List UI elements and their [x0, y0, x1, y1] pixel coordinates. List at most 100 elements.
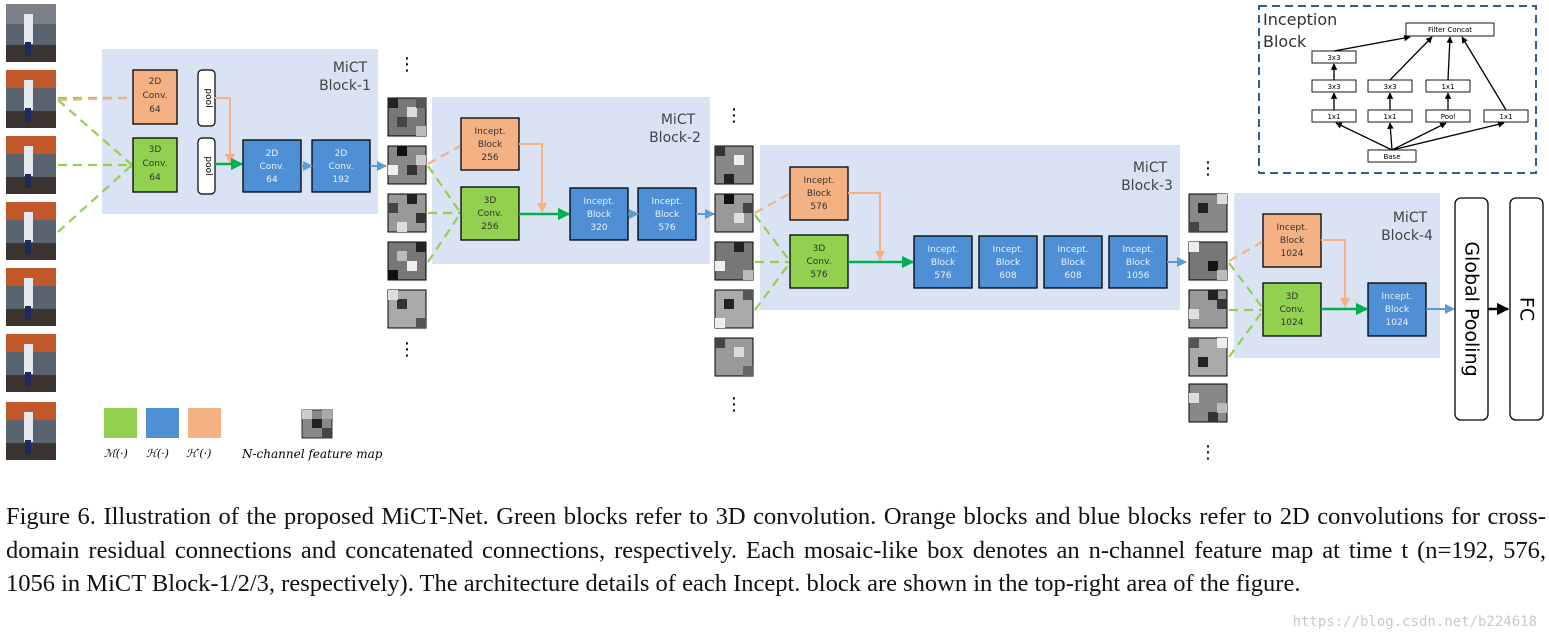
svg-text:⋮: ⋮ [398, 339, 416, 360]
svg-text:1x1: 1x1 [1441, 83, 1454, 91]
feature-map [1188, 241, 1228, 281]
legend-m-label: ℳ(·) [104, 447, 128, 460]
feature-map [387, 241, 427, 281]
feature-map [714, 145, 754, 185]
svg-text:Pool: Pool [1441, 113, 1456, 121]
svg-text:⋮: ⋮ [725, 394, 743, 415]
feature-map [714, 193, 754, 233]
block-1-pool-top: pool [197, 69, 216, 127]
svg-text:3x3: 3x3 [1327, 83, 1340, 91]
legend: ℳ(·) ℋ(·) ℋ′(·) N-channel feature map [104, 408, 383, 461]
svg-text:Base: Base [1383, 153, 1400, 161]
legend-orange-swatch [188, 408, 221, 438]
svg-text:1x1: 1x1 [1499, 113, 1512, 121]
svg-text:⋮: ⋮ [725, 105, 743, 126]
svg-text:3x3: 3x3 [1327, 54, 1340, 62]
legend-feature-map-label: N-channel feature map [241, 447, 383, 461]
svg-text:FC: FC [1516, 297, 1538, 321]
feature-map [387, 145, 427, 185]
block-1-pool-bottom: pool [197, 137, 216, 195]
block-2-arrows [427, 143, 715, 263]
video-frame [6, 334, 56, 392]
feature-map [714, 337, 754, 377]
video-frame [6, 70, 56, 128]
feature-maps-1: ⋮ ⋮ [387, 54, 427, 360]
block-4-arrows [1228, 239, 1510, 358]
legend-green-swatch [104, 408, 137, 438]
video-frame [6, 202, 56, 260]
svg-text:⋮: ⋮ [398, 54, 416, 75]
video-frame [6, 268, 56, 326]
svg-text:⋮: ⋮ [1199, 442, 1217, 463]
feature-map [1188, 193, 1228, 233]
input-frames [6, 4, 56, 460]
feature-maps-3: ⋮ ⋮ [1188, 158, 1228, 463]
svg-text:Filter Concat: Filter Concat [1428, 26, 1472, 34]
svg-text:⋮: ⋮ [1199, 158, 1217, 179]
feature-map [1188, 337, 1228, 377]
global-pooling-layer: Global Pooling [1454, 197, 1489, 421]
watermark: https://blog.csdn.net/b224618 [1292, 614, 1537, 630]
svg-text:1x1: 1x1 [1383, 113, 1396, 121]
svg-text:pool: pool [203, 88, 213, 107]
legend-hp-label: ℋ′(·) [186, 447, 211, 460]
feature-map [387, 289, 427, 329]
legend-feature-map-swatch [301, 409, 333, 439]
legend-blue-swatch [146, 408, 179, 438]
svg-text:1x1: 1x1 [1327, 113, 1340, 121]
video-frame [6, 4, 56, 62]
feature-maps-2: ⋮ ⋮ [714, 105, 754, 415]
svg-text:Global Pooling: Global Pooling [1461, 241, 1483, 376]
svg-text:3x3: 3x3 [1383, 83, 1396, 91]
feature-map [387, 97, 427, 137]
fc-layer: FC [1509, 197, 1544, 421]
legend-h-label: ℋ(·) [146, 447, 169, 460]
block-1-arrows [57, 96, 387, 233]
block-3-arrows [754, 192, 1187, 311]
figure-caption: Figure 6. Illustration of the proposed M… [6, 503, 1546, 598]
svg-text:pool: pool [203, 156, 213, 175]
video-frame [6, 136, 56, 194]
feature-map [714, 289, 754, 329]
feature-map [1188, 289, 1228, 329]
